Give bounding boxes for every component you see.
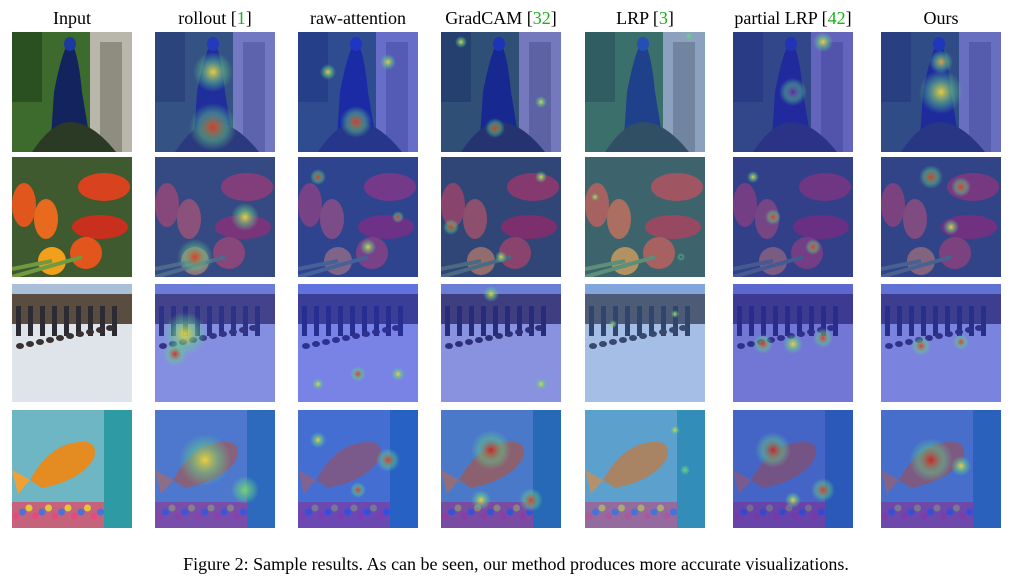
column-label: Input <box>53 8 91 28</box>
heatmap-image-peacock-col-2 <box>298 32 418 152</box>
heatmap-image-peacock-col-6 <box>881 32 1001 152</box>
column-label-close: ] <box>667 8 674 28</box>
citation-number: 1 <box>236 8 246 28</box>
column-header-4: LRP [3] <box>570 6 720 30</box>
image-canvas <box>733 284 853 402</box>
image-canvas <box>733 410 853 528</box>
heatmap-image-dog-sled-team-col-3 <box>441 284 561 402</box>
citation-number: 3 <box>658 8 668 28</box>
image-canvas <box>733 157 853 277</box>
image-canvas <box>441 157 561 277</box>
heatmap-image-goldfish-with-tulips-col-4 <box>585 157 705 277</box>
heatmap-image-goldfish-with-tulips-col-5 <box>733 157 853 277</box>
image-canvas <box>298 410 418 528</box>
column-label: rollout [ <box>178 8 237 28</box>
image-canvas <box>441 32 561 152</box>
column-header-6: Ours <box>866 6 1016 30</box>
image-canvas <box>155 284 275 402</box>
input-image-goldfish-with-tulips-col-0 <box>12 157 132 277</box>
image-canvas <box>881 32 1001 152</box>
image-canvas <box>155 32 275 152</box>
heatmap-image-goldfish-in-tank-col-1 <box>155 410 275 528</box>
heatmap-image-peacock-col-4 <box>585 32 705 152</box>
input-image-peacock-col-0 <box>12 32 132 152</box>
column-label: raw-attention <box>310 8 406 28</box>
image-canvas <box>441 284 561 402</box>
image-canvas <box>585 284 705 402</box>
column-label-close: ] <box>845 8 852 28</box>
heatmap-image-peacock-col-3 <box>441 32 561 152</box>
image-canvas <box>298 284 418 402</box>
input-image-dog-sled-team-col-0 <box>12 284 132 402</box>
heatmap-image-peacock-col-1 <box>155 32 275 152</box>
image-canvas <box>298 32 418 152</box>
heatmap-image-goldfish-with-tulips-col-3 <box>441 157 561 277</box>
image-canvas <box>12 410 132 528</box>
image-canvas <box>881 284 1001 402</box>
heatmap-image-goldfish-with-tulips-col-2 <box>298 157 418 277</box>
heatmap-image-goldfish-in-tank-col-6 <box>881 410 1001 528</box>
column-label-close: ] <box>245 8 252 28</box>
column-label: Ours <box>923 8 959 28</box>
heatmap-image-goldfish-in-tank-col-5 <box>733 410 853 528</box>
column-header-1: rollout [1] <box>140 6 290 30</box>
input-image-goldfish-in-tank-col-0 <box>12 410 132 528</box>
image-canvas <box>585 410 705 528</box>
heatmap-image-peacock-col-5 <box>733 32 853 152</box>
figure-caption: Figure 2: Sample results. As can be seen… <box>183 554 849 574</box>
image-canvas <box>12 284 132 402</box>
column-header-5: partial LRP [42] <box>718 6 868 30</box>
image-canvas <box>733 32 853 152</box>
heatmap-image-goldfish-in-tank-col-4 <box>585 410 705 528</box>
image-canvas <box>155 157 275 277</box>
column-label: GradCAM [ <box>445 8 533 28</box>
column-header-0: Input <box>0 6 147 30</box>
column-label: partial LRP [ <box>734 8 828 28</box>
heatmap-image-goldfish-in-tank-col-2 <box>298 410 418 528</box>
image-canvas <box>298 157 418 277</box>
heatmap-image-goldfish-with-tulips-col-6 <box>881 157 1001 277</box>
image-canvas <box>12 157 132 277</box>
column-label-close: ] <box>550 8 557 28</box>
column-header-3: GradCAM [32] <box>426 6 576 30</box>
heatmap-image-dog-sled-team-col-4 <box>585 284 705 402</box>
image-canvas <box>12 32 132 152</box>
column-header-2: raw-attention <box>283 6 433 30</box>
heatmap-image-dog-sled-team-col-2 <box>298 284 418 402</box>
heatmap-image-goldfish-with-tulips-col-1 <box>155 157 275 277</box>
image-canvas <box>585 157 705 277</box>
image-canvas <box>155 410 275 528</box>
citation-number: 32 <box>532 8 551 28</box>
image-canvas <box>881 410 1001 528</box>
heatmap-image-goldfish-in-tank-col-3 <box>441 410 561 528</box>
heatmap-image-dog-sled-team-col-1 <box>155 284 275 402</box>
image-canvas <box>441 410 561 528</box>
image-canvas <box>881 157 1001 277</box>
heatmap-image-dog-sled-team-col-6 <box>881 284 1001 402</box>
image-canvas <box>585 32 705 152</box>
column-label: LRP [ <box>616 8 659 28</box>
heatmap-image-dog-sled-team-col-5 <box>733 284 853 402</box>
citation-number: 42 <box>827 8 846 28</box>
